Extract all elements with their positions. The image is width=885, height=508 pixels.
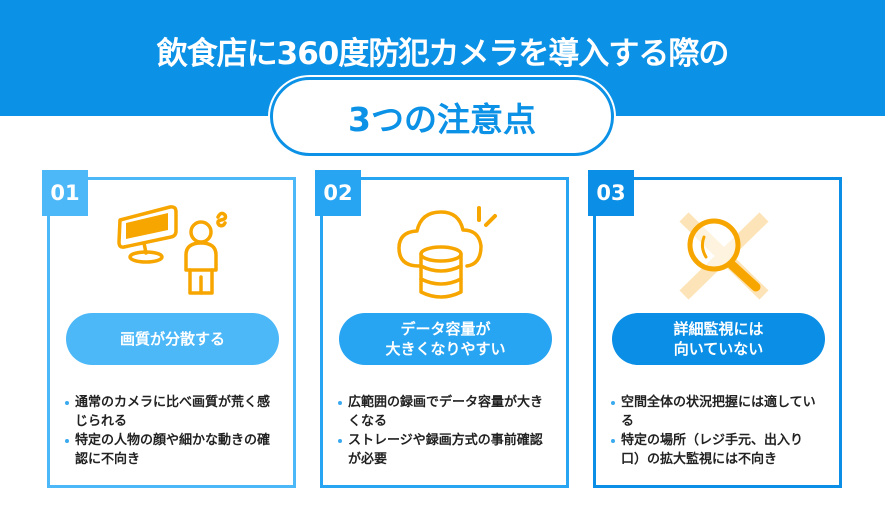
card-1-number-badge: 01 xyxy=(42,170,88,216)
monitor-person-confused-icon xyxy=(50,195,299,305)
card-3-bullet-list: 空間全体の状況把握には適している 特定の場所（レジ手元、出入り口）の拡大監視には… xyxy=(610,393,820,469)
card-2-bullet-list: 広範囲の録画でデータ容量が大きくなる ストレージや録画方式の事前確認が必要 xyxy=(337,393,547,469)
card-1-heading-line-1: 画質が分散する xyxy=(119,330,225,348)
list-item: 特定の場所（レジ手元、出入り口）の拡大監視には不向き xyxy=(610,431,820,469)
cloud-database-icon xyxy=(323,200,572,310)
card-1-heading: 画質が分散する xyxy=(66,313,279,365)
card-2-number-badge: 02 xyxy=(315,170,361,216)
card-3-heading-line-2: 向いていない xyxy=(673,340,764,358)
subtitle-pill: 3つの注意点 xyxy=(270,77,614,156)
card-1-bullet-list: 通常のカメラに比べ画質が荒く感じられる 特定の人物の顔や細かな動きの確認に不向き xyxy=(64,393,274,469)
card-3-heading-line-1: 詳細監視には xyxy=(673,320,764,338)
page-subtitle: 3つの注意点 xyxy=(348,99,536,139)
card-2-heading-line-1: データ容量が xyxy=(400,320,491,338)
page-title: 飲食店に360度防犯カメラを導入する際の xyxy=(156,36,730,72)
card-2-heading-line-2: 大きくなりやすい xyxy=(385,340,506,358)
list-item: 特定の人物の顔や細かな動きの確認に不向き xyxy=(64,431,274,469)
magnifier-cross-icon xyxy=(596,195,845,305)
card-3-number-badge: 03 xyxy=(588,170,634,216)
card-3-heading: 詳細監視には 向いていない xyxy=(612,313,825,365)
list-item: 空間全体の状況把握には適している xyxy=(610,393,820,431)
list-item: 広範囲の録画でデータ容量が大きくなる xyxy=(337,393,547,431)
card-2-heading: データ容量が 大きくなりやすい xyxy=(339,313,552,365)
list-item: 通常のカメラに比べ画質が荒く感じられる xyxy=(64,393,274,431)
list-item: ストレージや録画方式の事前確認が必要 xyxy=(337,431,547,469)
